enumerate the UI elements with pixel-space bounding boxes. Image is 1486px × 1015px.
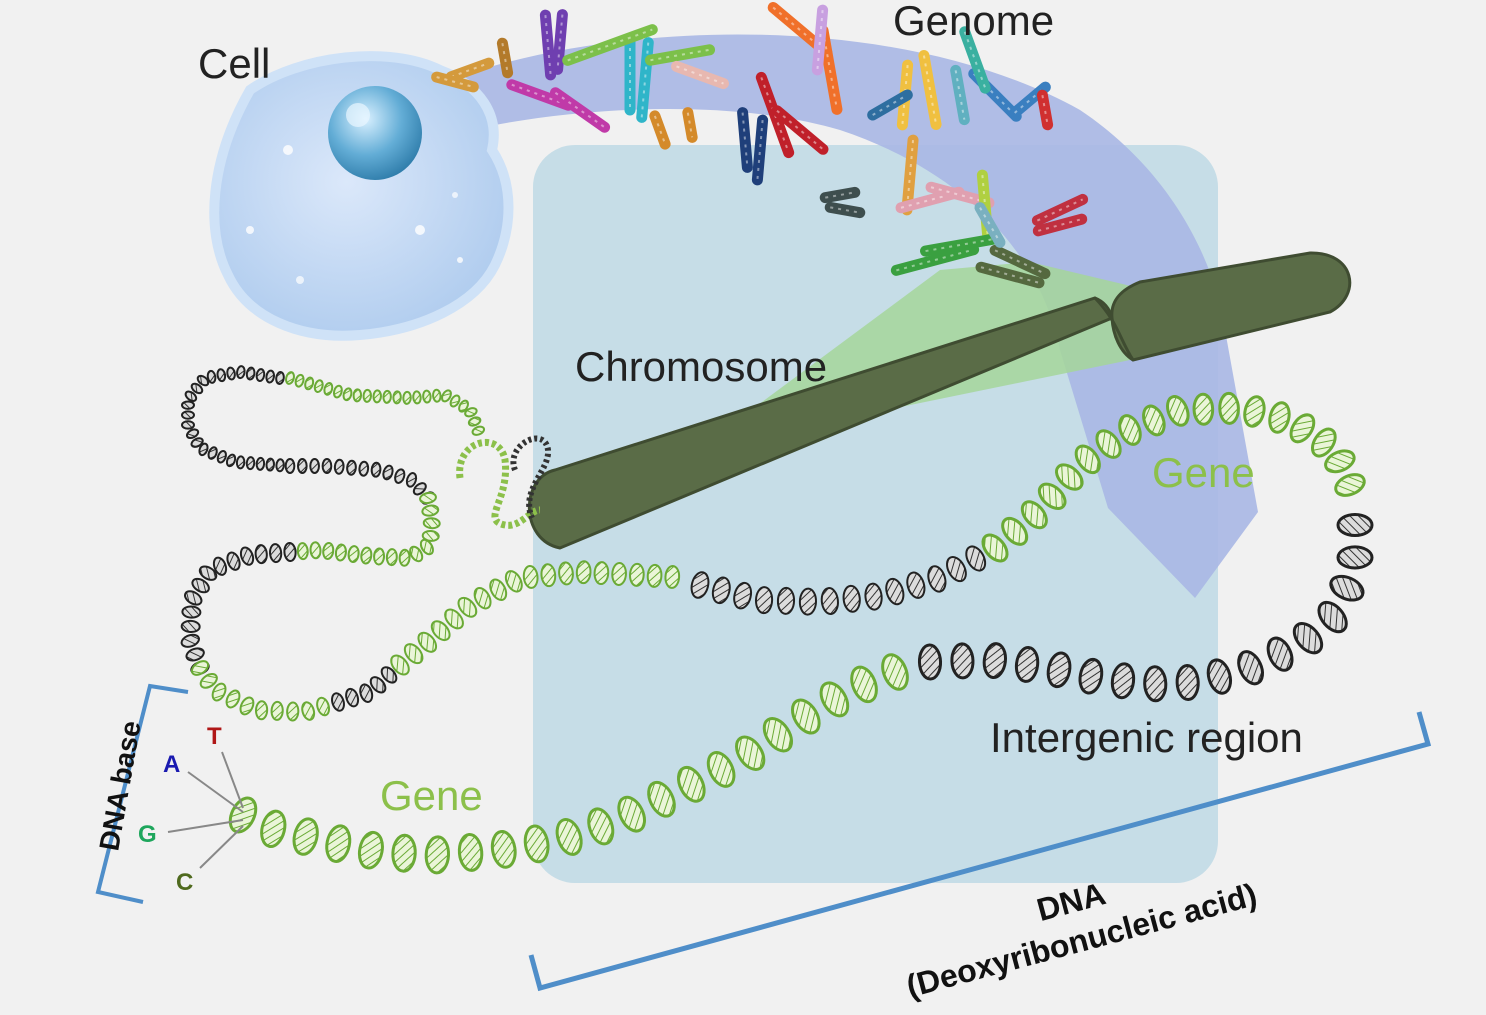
cell-illustration	[209, 51, 514, 341]
intergenic-label: Intergenic region	[990, 714, 1303, 761]
base-t: T	[207, 723, 222, 750]
base-g: G	[138, 821, 157, 848]
gene-label-lower: Gene	[380, 772, 483, 819]
genome-label: Genome	[893, 0, 1054, 44]
chromosome-label: Chromosome	[575, 343, 827, 390]
dna-strand	[180, 365, 1374, 875]
flow-arrow	[455, 34, 1258, 599]
dna-bracket	[528, 711, 1432, 992]
base-a: A	[163, 751, 180, 778]
base-pointers	[167, 751, 244, 869]
chromosome-shape	[527, 251, 1352, 550]
gene-label-upper: Gene	[1152, 449, 1255, 496]
cell-membrane	[209, 51, 514, 341]
nucleus	[328, 86, 422, 180]
base-c: C	[176, 869, 193, 896]
cell-label: Cell	[198, 40, 270, 87]
dna-base-bracket	[95, 683, 189, 904]
genome-cluster	[431, 2, 1089, 289]
